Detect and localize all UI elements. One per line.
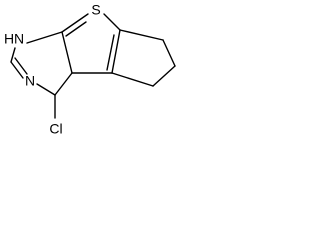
bond-c8a-s bbox=[61, 13, 89, 33]
bond-c4-n3 bbox=[36, 83, 56, 96]
chemical-structure: S N H N Cl bbox=[4, 2, 176, 137]
bond-c8a-c4a bbox=[61, 31, 73, 74]
bond-c7a-c4b bbox=[111, 29, 121, 74]
bond-nh-c8a bbox=[26, 31, 63, 44]
nh-hydrogen-label: H bbox=[4, 31, 14, 47]
bond-c7a-c7 bbox=[119, 29, 164, 41]
bond-c4a-c4 bbox=[54, 72, 73, 96]
bond-n3-c2 bbox=[10, 61, 24, 79]
chlorine-label: Cl bbox=[49, 121, 62, 137]
bond-n3-c2-double bbox=[14, 57, 28, 75]
bond-c7-c6 bbox=[162, 39, 176, 67]
bond-s-c7a bbox=[103, 13, 121, 31]
bond-c6-c5 bbox=[152, 65, 176, 87]
imine-nitrogen-label: N bbox=[25, 73, 35, 89]
bond-c8a-s-double bbox=[65, 21, 87, 37]
bond-c5-c4b bbox=[111, 72, 154, 87]
structure-canvas: S N H N Cl bbox=[0, 0, 191, 151]
nh-nitrogen-label: N bbox=[14, 31, 24, 47]
sulfur-label: S bbox=[91, 2, 100, 18]
bond-c7a-c4b-double bbox=[106, 34, 115, 71]
bond-c2-n1 bbox=[10, 47, 16, 63]
